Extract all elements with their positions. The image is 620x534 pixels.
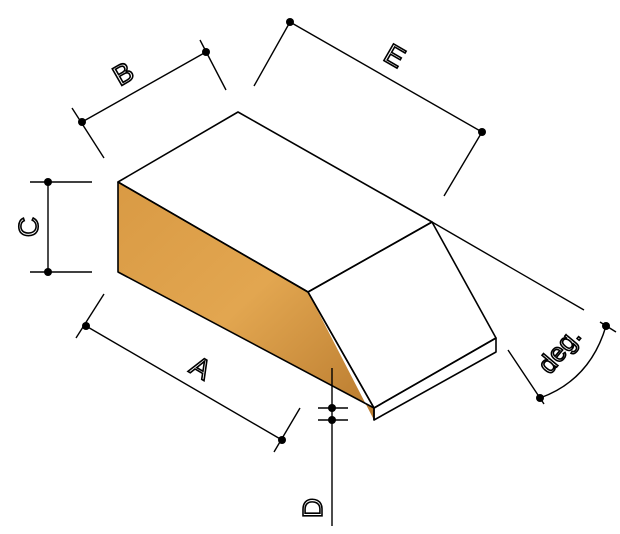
label-deg: deg.: [531, 321, 587, 379]
label-c: C: [13, 217, 44, 237]
brick-end-face: [118, 182, 374, 420]
label-a: A: [185, 350, 217, 386]
label-b: B: [107, 56, 139, 92]
label-d: D: [297, 498, 328, 518]
label-e: E: [379, 38, 411, 74]
dimension-d: D: [296, 368, 348, 526]
dimension-c: C: [12, 178, 92, 276]
brick-lip: [373, 337, 497, 421]
dimension-angle: deg.: [431, 221, 617, 405]
brick-shape: [117, 111, 497, 421]
dimension-b: B: [71, 39, 227, 159]
dimension-e: E: [253, 18, 486, 197]
